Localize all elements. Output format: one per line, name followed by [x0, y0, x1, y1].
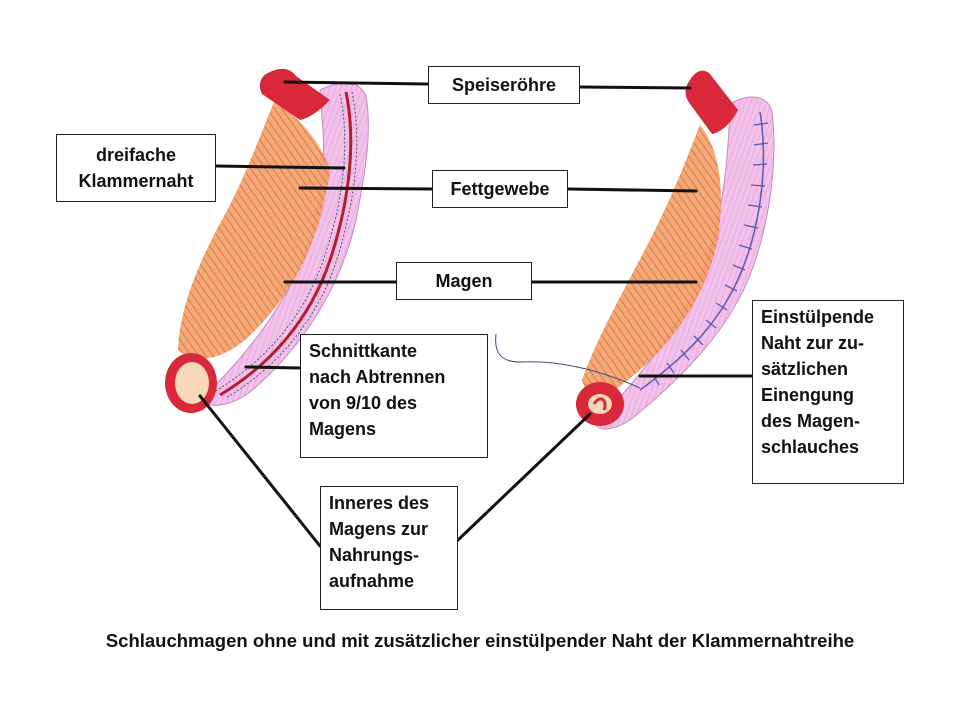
left-staple-dash-2 [213, 93, 346, 393]
right-lumen-fold [592, 397, 607, 411]
label-einstuelpende-naht: Einstülpende Naht zur zu- sätzlichen Ein… [752, 300, 904, 484]
leader-speiseroehre-right [578, 85, 692, 90]
right-suture-stitches [652, 122, 769, 386]
left-staple-line [219, 91, 353, 397]
label-fettgewebe: Fettgewebe [432, 170, 568, 208]
left-stomach [165, 68, 369, 413]
left-lumen [175, 362, 209, 404]
label-schnittkante: Schnittkante nach Abtrennen von 9/10 des… [300, 334, 488, 458]
left-staple-dash-1 [225, 91, 358, 399]
left-fat-tissue [178, 100, 330, 359]
left-esophagus [259, 68, 330, 120]
leader-lines [198, 80, 754, 548]
right-fat-tissue [582, 125, 721, 395]
label-speiseroehre: Speiseröhre [428, 66, 580, 104]
label-inneres-des-magens: Inneres des Magens zur Nahrungs- aufnahm… [320, 486, 458, 610]
leader-schnittkante [244, 365, 302, 370]
leader-speiseroehre-left [283, 80, 430, 86]
leader-klammernaht [214, 164, 346, 170]
leader-fettgewebe-right [566, 187, 698, 193]
right-lumen [588, 394, 612, 414]
leader-fettgewebe-left [298, 186, 434, 191]
leader-inneres-right [456, 412, 592, 542]
label-dreifache-klammernaht: dreifache Klammernaht [56, 134, 216, 202]
right-esophagus [685, 70, 738, 134]
right-suture-thread [495, 333, 641, 389]
label-magen: Magen [396, 262, 532, 300]
right-suture-line [639, 111, 765, 391]
diagram-caption: Schlauchmagen ohne und mit zusätzlicher … [105, 630, 855, 651]
leader-inneres-left [198, 394, 322, 548]
